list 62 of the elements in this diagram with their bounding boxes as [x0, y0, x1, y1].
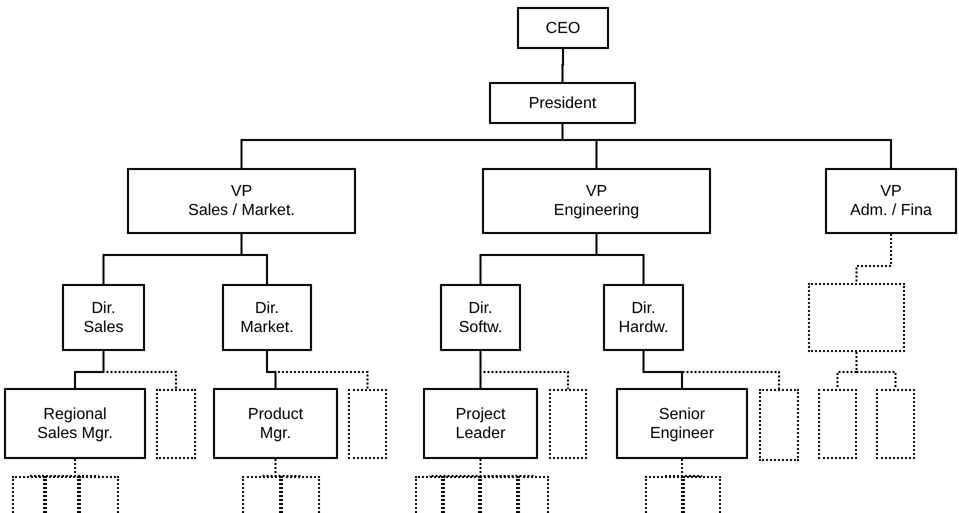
position-title: VP Engineering	[554, 182, 640, 220]
placeholder-box	[242, 476, 281, 513]
connector-line	[856, 352, 896, 389]
placeholder-box	[281, 476, 320, 513]
placeholder-box	[759, 389, 799, 461]
position-box	[825, 168, 957, 234]
placeholder-box	[79, 476, 119, 513]
placeholder-box	[645, 476, 683, 513]
connector-line	[266, 351, 368, 389]
placeholder-box	[12, 476, 45, 513]
position-title: Product Mgr.	[248, 404, 304, 442]
position-box	[603, 284, 684, 351]
connector-line	[274, 459, 302, 477]
connector-line	[102, 351, 177, 389]
placeholder-box	[348, 389, 387, 459]
position-title: VP Sales / Market.	[188, 182, 295, 220]
position-title: President	[528, 94, 596, 112]
placeholder-box	[818, 389, 857, 459]
connector-line	[266, 351, 276, 388]
placeholder-box	[683, 476, 721, 513]
position-box	[440, 284, 521, 351]
position-title: Dir. Sales	[83, 298, 124, 336]
connector-line	[240, 234, 268, 284]
position-box	[489, 82, 636, 124]
position-box	[616, 388, 748, 459]
connector-line	[596, 234, 644, 284]
connector-line	[480, 459, 534, 477]
connector-line	[480, 351, 569, 389]
connector-line	[642, 351, 683, 388]
placeholder-box	[480, 476, 518, 513]
position-title: Project Leader	[456, 404, 506, 442]
connector-line	[642, 351, 780, 389]
connector-line	[74, 459, 100, 477]
placeholder-box	[443, 476, 480, 513]
position-title: VP Adm. / Fina	[850, 182, 932, 220]
position-title: Dir. Hardw.	[618, 298, 668, 336]
placeholder-box	[415, 476, 443, 513]
position-box	[62, 284, 145, 351]
position-box	[482, 168, 711, 234]
connector-line	[562, 124, 892, 168]
position-title: CEO	[546, 18, 580, 38]
position-box	[517, 7, 609, 49]
position-box	[127, 168, 356, 234]
position-box	[222, 284, 312, 351]
placeholder-box	[156, 389, 196, 459]
position-title: Regional Sales Mgr.	[37, 404, 113, 442]
position-title: Senior Engineer	[650, 404, 714, 442]
connector-line	[480, 351, 482, 388]
placeholder-box	[808, 283, 905, 352]
placeholder-box	[876, 389, 915, 459]
connector-line	[856, 234, 892, 283]
connector-line	[74, 351, 104, 388]
position-box	[423, 388, 538, 459]
position-box	[4, 388, 146, 459]
placeholder-box	[549, 389, 587, 459]
position-title: Dir. Market.	[240, 298, 294, 336]
placeholder-box	[45, 476, 79, 513]
position-box	[213, 388, 338, 459]
connector-line	[562, 49, 564, 82]
connector-line	[681, 459, 703, 477]
placeholder-box	[518, 476, 549, 513]
position-title: Dir. Softw.	[458, 298, 502, 336]
